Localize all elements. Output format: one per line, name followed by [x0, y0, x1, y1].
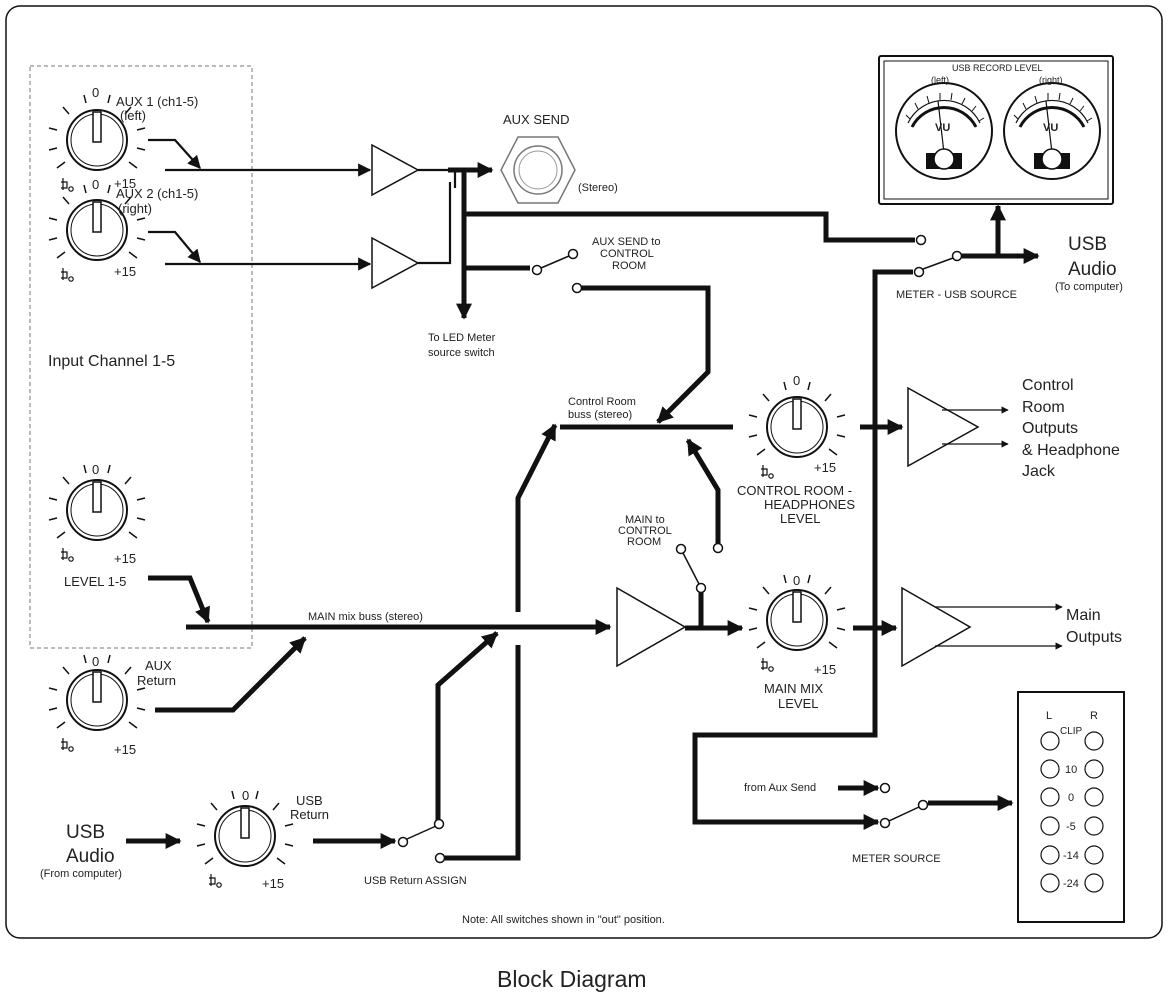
usb-return-label-1: USB [296, 793, 323, 808]
aux1-amp [371, 143, 420, 197]
meter-usb-source-label: METER - USB SOURCE [896, 289, 1017, 301]
aux-to-cr-label-1: AUX SEND to [592, 236, 660, 248]
aux1-label-1: AUX 1 (ch1-5) [116, 94, 198, 109]
led-level-m24: -24 [1063, 878, 1079, 890]
input-channel-box [29, 65, 253, 649]
main-to-cr-2: CONTROL [618, 525, 672, 537]
cr-outputs-1: Control [1022, 377, 1074, 394]
led-m24-left [1040, 873, 1060, 893]
main-outputs-2: Outputs [1066, 629, 1122, 646]
to-led-label-2: source switch [428, 347, 495, 359]
led-m5-left [1040, 816, 1060, 836]
control-room-amp [907, 386, 980, 468]
switch-contacts [397, 234, 963, 864]
vu-left-label: VU [935, 122, 950, 134]
led-clip-right [1084, 731, 1104, 751]
led-0-right [1084, 787, 1104, 807]
aux-to-cr-label-2: CONTROL [600, 248, 654, 260]
main-knob-max: +15 [814, 662, 836, 677]
vu-right-label: VU [1043, 122, 1058, 134]
led-10-left [1040, 759, 1060, 779]
cr-buss-label-1: Control Room [568, 396, 636, 408]
cr-outputs-5: Jack [1022, 463, 1056, 480]
note-text: Note: All switches shown in "out" positi… [462, 914, 665, 926]
cr-outputs-3: Outputs [1022, 420, 1078, 437]
led-m5-right [1084, 816, 1104, 836]
led-meter-panel [1017, 691, 1125, 923]
led-right-label: R [1090, 710, 1098, 722]
aux1-label-2: (left) [120, 108, 146, 123]
led-m14-right [1084, 845, 1104, 865]
cr-outputs-4: & Headphone [1022, 442, 1120, 459]
led-level-10: 10 [1065, 764, 1077, 776]
aux-return-label-1: AUX [145, 658, 172, 673]
cr-level-label-2: HEADPHONES [764, 497, 855, 512]
to-led-label-1: To LED Meter [428, 332, 496, 344]
aux2-knob-max: +15 [114, 264, 136, 279]
aux-send-stereo: (Stereo) [578, 182, 618, 194]
usb-audio-in-2: Audio [66, 846, 115, 867]
usb-audio-out-2: Audio [1068, 259, 1117, 280]
cr-knob-max: +15 [814, 460, 836, 475]
cr-buss-label-2: buss (stereo) [568, 409, 632, 421]
led-m24-right [1084, 873, 1104, 893]
led-10-right [1084, 759, 1104, 779]
aux-return-knob-max: +15 [114, 742, 136, 757]
usb-audio-out-3: (To computer) [1055, 281, 1123, 293]
usb-return-assign-label: USB Return ASSIGN [364, 875, 467, 887]
usb-return-knob-zero: 0 [242, 788, 249, 803]
aux1-knob-max: +15 [114, 176, 136, 191]
cr-outputs-2: Room [1022, 399, 1065, 416]
aux2-label-1: AUX 2 (ch1-5) [116, 186, 198, 201]
cr-knob-zero: 0 [793, 373, 800, 388]
main-mix-level-1: MAIN MIX [764, 681, 824, 696]
main-amp [616, 586, 687, 668]
meter-source-label: METER SOURCE [852, 853, 941, 865]
aux2-label-2: (right) [118, 201, 152, 216]
led-left-label: L [1046, 710, 1052, 722]
usb-audio-in-3: (From computer) [40, 868, 122, 880]
level-knob-max: +15 [114, 551, 136, 566]
input-channel-label: Input Channel 1-5 [48, 353, 175, 370]
aux-to-cr-label-3: ROOM [612, 260, 646, 272]
level-label: LEVEL 1-5 [64, 574, 126, 589]
usb-record-level-panel [878, 55, 1114, 205]
usb-record-left: (left) [931, 75, 949, 85]
usb-audio-in-1: USB [66, 822, 105, 843]
main-outputs-1: Main [1066, 607, 1101, 624]
usb-return-knob-max: +15 [262, 876, 284, 891]
usb-record-title: USB RECORD LEVEL [952, 63, 1043, 73]
main-mix-level-2: LEVEL [778, 696, 818, 711]
led-0-left [1040, 787, 1060, 807]
main-to-cr-1: MAIN to [625, 514, 665, 526]
aux-return-knob-zero: 0 [92, 654, 99, 669]
aux2-amp [371, 236, 420, 290]
main-to-cr-3: ROOM [627, 536, 661, 548]
usb-return-label-2: Return [290, 807, 329, 822]
led-m14-left [1040, 845, 1060, 865]
from-aux-send-label: from Aux Send [744, 782, 816, 794]
led-level-0: 0 [1068, 792, 1074, 804]
aux1-knob-zero: 0 [92, 85, 99, 100]
aux-send-jack [500, 136, 576, 204]
led-level-clip: CLIP [1060, 726, 1083, 737]
led-level-m5: -5 [1066, 821, 1076, 833]
aux-return-label-2: Return [137, 673, 176, 688]
usb-record-right: (right) [1039, 75, 1063, 85]
aux2-knob-zero: 0 [92, 177, 99, 192]
main-mix-buss-label: MAIN mix buss (stereo) [308, 611, 423, 623]
usb-audio-out-1: USB [1068, 234, 1107, 255]
led-level-m14: -14 [1063, 850, 1079, 862]
diagram-title: Block Diagram [497, 966, 647, 992]
cr-level-label-3: LEVEL [780, 511, 820, 526]
led-clip-left [1040, 731, 1060, 751]
aux-send-label: AUX SEND [503, 112, 569, 127]
level-knob-zero: 0 [92, 462, 99, 477]
main-knob-zero: 0 [793, 573, 800, 588]
cr-level-label-1: CONTROL ROOM - [737, 483, 852, 498]
